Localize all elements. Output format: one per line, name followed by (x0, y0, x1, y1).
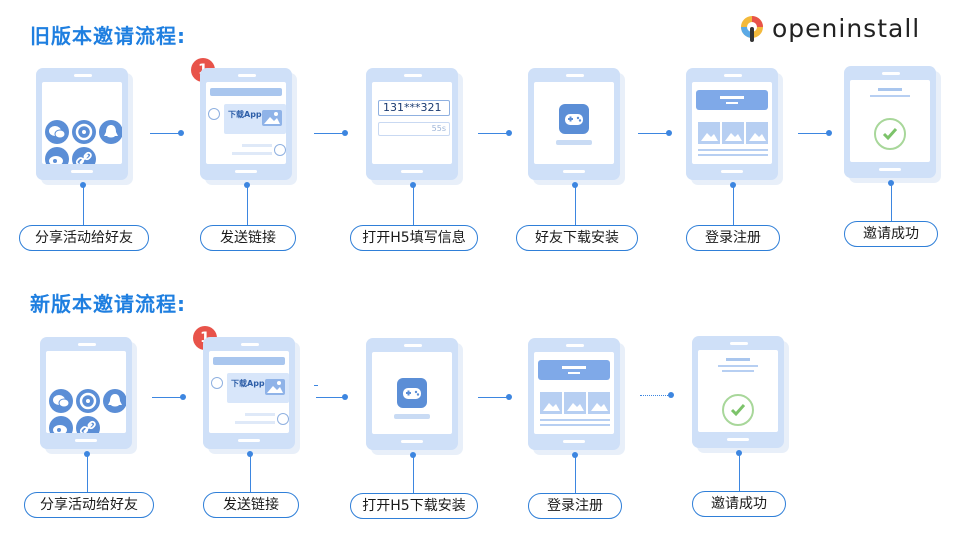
qq-icon[interactable] (103, 389, 126, 413)
code-input[interactable]: 55s (378, 122, 450, 136)
phone-input[interactable]: 131***321 (378, 100, 450, 116)
check-icon (874, 118, 906, 150)
new-step4-label: 登录注册 (528, 493, 622, 519)
new-step4-phone (528, 338, 620, 450)
moments-icon[interactable] (72, 120, 96, 144)
old-step1-label: 分享活动给好友 (19, 225, 149, 251)
link-message[interactable]: 下载App (224, 104, 286, 134)
old-step2-phone: 下载App (200, 68, 292, 180)
wechat-icon[interactable] (49, 389, 73, 413)
openinstall-logo-icon (741, 16, 763, 42)
weibo-icon[interactable] (45, 147, 69, 164)
old-step1-phone (36, 68, 128, 180)
message-text: 下载App (231, 379, 265, 388)
old-step3-label: 打开H5填写信息 (350, 225, 478, 251)
link-icon[interactable] (72, 147, 96, 164)
new-step1-label: 分享活动给好友 (24, 492, 154, 518)
weibo-icon[interactable] (49, 416, 73, 433)
image-icon (698, 122, 720, 144)
new-step1-phone (40, 337, 132, 449)
avatar (208, 108, 220, 120)
link-icon[interactable] (76, 416, 100, 433)
image-icon (265, 379, 285, 395)
avatar (274, 144, 286, 156)
old-flow-title: 旧版本邀请流程: (30, 24, 186, 48)
image-icon (746, 122, 768, 144)
old-step5-phone (686, 68, 778, 180)
new-flow-title: 新版本邀请流程: (30, 292, 186, 316)
avatar (211, 377, 223, 389)
old-step4-phone (528, 68, 620, 180)
gamepad-icon (397, 378, 427, 408)
image-icon (722, 122, 744, 144)
message-text: 下载App (228, 110, 262, 119)
openinstall-logo: openinstall (738, 12, 920, 44)
gamepad-icon (559, 104, 589, 134)
new-step5-phone (692, 336, 784, 448)
logo-text: openinstall (772, 13, 921, 43)
old-step6-label: 邀请成功 (844, 221, 938, 247)
image-icon (262, 110, 282, 126)
old-step2-label: 发送链接 (200, 225, 296, 251)
old-step4-label: 好友下载安装 (516, 225, 638, 251)
wechat-icon[interactable] (45, 120, 69, 144)
moments-icon[interactable] (76, 389, 100, 413)
link-message[interactable]: 下载App (227, 373, 289, 403)
new-step5-label: 邀请成功 (692, 491, 786, 517)
avatar (277, 413, 289, 425)
image-icon (588, 392, 610, 414)
new-step2-label: 发送链接 (203, 492, 299, 518)
new-step3-phone (366, 338, 458, 450)
old-step3-phone: 131***321 55s (366, 68, 458, 180)
old-step6-phone (844, 66, 936, 178)
old-step5-label: 登录注册 (686, 225, 780, 251)
image-icon (564, 392, 586, 414)
new-step3-label: 打开H5下载安装 (350, 493, 478, 519)
qq-icon[interactable] (99, 120, 122, 144)
new-step2-phone: 下载App (203, 337, 295, 449)
image-icon (540, 392, 562, 414)
check-icon (722, 394, 754, 426)
